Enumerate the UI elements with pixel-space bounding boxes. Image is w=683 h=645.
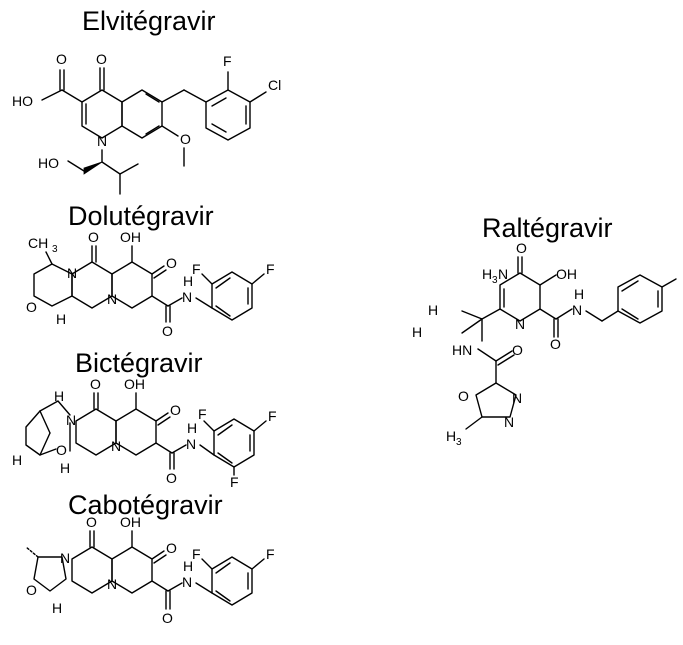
- svg-text:N: N: [182, 574, 192, 590]
- svg-text:N: N: [498, 266, 508, 282]
- atom-cl: Cl: [268, 77, 281, 93]
- svg-text:O: O: [458, 388, 469, 404]
- molecule-title-raltegravir: Raltégravir: [482, 213, 613, 243]
- svg-text:N: N: [512, 390, 522, 406]
- svg-text:H: H: [183, 558, 193, 574]
- svg-text:O: O: [86, 514, 97, 530]
- svg-text:N: N: [504, 414, 514, 430]
- svg-text:H: H: [183, 273, 193, 289]
- svg-text:H: H: [56, 311, 66, 327]
- svg-text:N: N: [67, 265, 77, 281]
- svg-text:F: F: [192, 261, 201, 277]
- svg-text:N: N: [60, 550, 70, 566]
- svg-text:O: O: [512, 342, 523, 358]
- svg-text:N: N: [515, 316, 525, 332]
- bictegravir-structure: H H N O H O N OH O O N H F F F: [12, 376, 277, 490]
- svg-text:F: F: [266, 546, 275, 562]
- svg-text:H: H: [574, 286, 584, 302]
- svg-text:CH: CH: [28, 235, 48, 251]
- svg-text:F: F: [230, 474, 239, 490]
- svg-text:HO: HO: [38, 155, 59, 171]
- svg-text:H: H: [482, 266, 492, 282]
- svg-text:OH: OH: [120, 514, 141, 530]
- svg-text:N: N: [66, 412, 76, 428]
- elvitegravir-structure: O O HO N F Cl O HO: [12, 51, 281, 195]
- svg-text:O: O: [166, 255, 177, 271]
- svg-text:O: O: [170, 402, 181, 418]
- svg-text:O: O: [550, 336, 561, 352]
- atom-f: F: [223, 53, 232, 69]
- svg-text:H: H: [187, 420, 197, 436]
- svg-text:HN: HN: [452, 342, 472, 358]
- svg-text:F: F: [268, 408, 277, 424]
- svg-text:HO: HO: [12, 93, 33, 109]
- svg-text:OH: OH: [556, 266, 577, 282]
- svg-text:O: O: [26, 582, 37, 598]
- molecule-title-elvitegravir: Elvitégravir: [82, 6, 216, 36]
- svg-text:O: O: [166, 470, 177, 486]
- svg-text:F: F: [198, 406, 207, 422]
- svg-text:H: H: [428, 302, 438, 318]
- svg-text:N: N: [186, 436, 196, 452]
- svg-text:O: O: [166, 540, 177, 556]
- dolutegravir-structure: CH 3 N O H O N OH O O N H F F: [26, 229, 275, 339]
- svg-text:H: H: [12, 452, 22, 468]
- molecule-title-cabotegravir: Cabotégravir: [68, 490, 223, 520]
- svg-text:3: 3: [456, 437, 462, 448]
- atom-n-quinolone: N: [97, 133, 107, 149]
- svg-text:OH: OH: [120, 229, 141, 245]
- svg-text:O: O: [56, 51, 67, 67]
- svg-text:O: O: [162, 323, 173, 339]
- svg-text:O: O: [516, 240, 527, 256]
- svg-text:N: N: [572, 302, 582, 318]
- svg-text:N: N: [111, 438, 121, 454]
- svg-text:N: N: [107, 291, 117, 307]
- molecule-title-dolutegravir: Dolutégravir: [68, 201, 214, 231]
- svg-text:H: H: [54, 388, 64, 404]
- svg-text:O: O: [88, 229, 99, 245]
- svg-text:H: H: [446, 428, 456, 444]
- raltegravir-structure: O OH H 3 N N O N H H H HN O N N O H 3: [412, 240, 677, 448]
- cabotegravir-structure: N O H O N OH O O N H F F: [25, 514, 275, 626]
- svg-text:O: O: [162, 610, 173, 626]
- svg-text:N: N: [182, 289, 192, 305]
- svg-text:F: F: [192, 546, 201, 562]
- svg-text:H: H: [52, 600, 62, 616]
- svg-text:F: F: [266, 261, 275, 277]
- svg-text:O: O: [56, 442, 67, 458]
- svg-text:N: N: [107, 576, 117, 592]
- svg-text:OH: OH: [124, 376, 145, 392]
- svg-text:H: H: [60, 460, 70, 476]
- molecule-title-bictegravir: Bictégravir: [75, 348, 203, 378]
- atom-o-ketone: O: [96, 51, 107, 67]
- svg-text:H: H: [412, 324, 422, 340]
- svg-text:3: 3: [492, 275, 498, 286]
- svg-text:3: 3: [52, 244, 58, 255]
- svg-text:O: O: [26, 299, 37, 315]
- svg-text:O: O: [180, 131, 191, 147]
- svg-text:O: O: [90, 376, 101, 392]
